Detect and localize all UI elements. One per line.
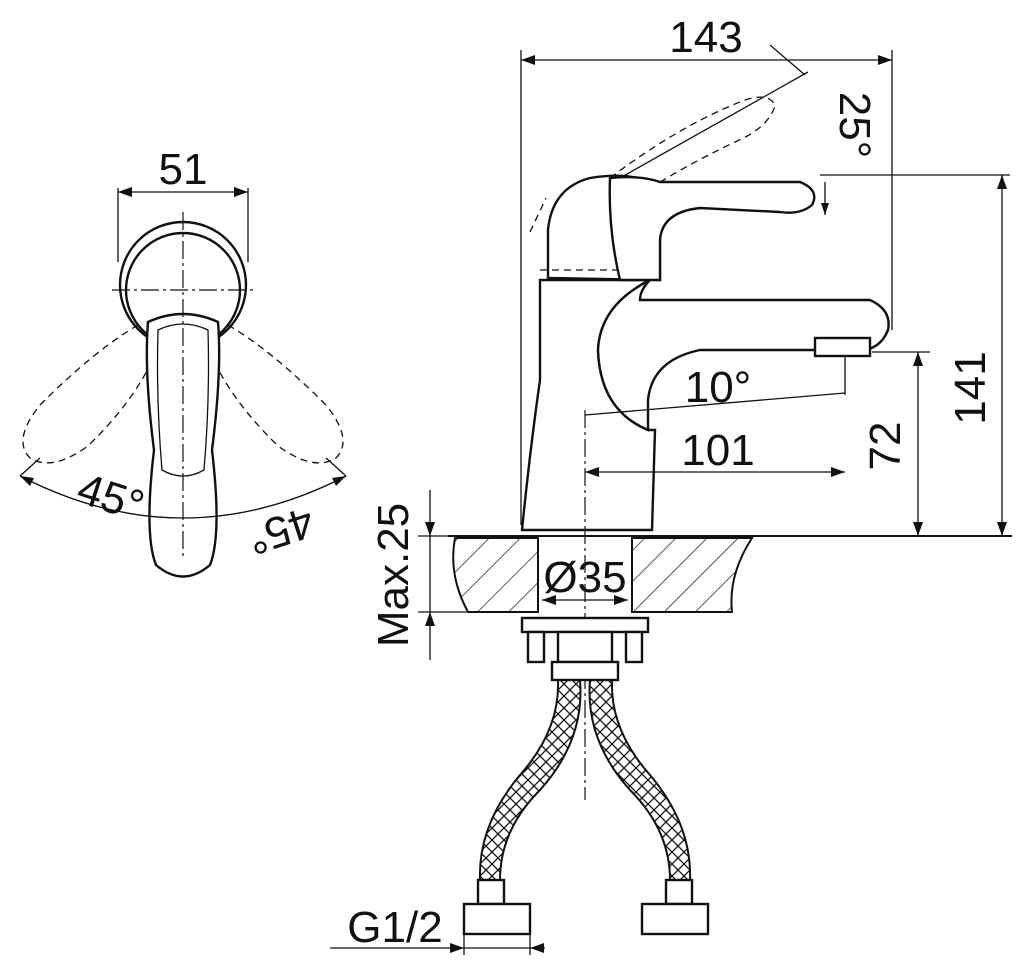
hose-connector (550, 660, 620, 682)
top-view: 51 45° 45° (19, 145, 347, 578)
overall-width-label: 143 (669, 13, 742, 62)
lever (608, 175, 816, 282)
hose-end-left (476, 878, 506, 906)
spout-reach-label: 101 (681, 426, 754, 475)
stud-left (526, 630, 546, 664)
countertop-left (452, 537, 539, 613)
handle-right-position (215, 324, 344, 464)
mounting-nut (556, 630, 614, 664)
spout-angle-label: 10° (685, 363, 752, 412)
side-view: 143 25° 10° 101 72 (330, 13, 1012, 955)
mounting-plate (520, 616, 650, 634)
lever-angle-label: 25° (830, 92, 879, 159)
handle-left-position (22, 324, 151, 464)
angle-label-right: 45° (242, 497, 320, 564)
hose-left (478, 679, 582, 881)
width-label-51: 51 (159, 145, 208, 194)
lever-lifted-position (609, 96, 776, 196)
hose-end-right (664, 878, 694, 906)
thread-label: G1/2 (347, 903, 442, 952)
spout-height-label: 72 (861, 422, 910, 471)
fitting-left (462, 902, 532, 936)
hose-right (588, 679, 692, 881)
hole-diameter-label: Ø35 (543, 553, 626, 602)
overall-height-label: 141 (946, 351, 995, 424)
angle-label-left: 45° (72, 464, 150, 531)
aerator (813, 336, 872, 358)
stud-right (624, 630, 644, 664)
fitting-right (640, 902, 710, 936)
countertop-right (631, 537, 754, 613)
max-thickness-label: Max.25 (369, 503, 418, 647)
faucet-spout (596, 278, 890, 432)
